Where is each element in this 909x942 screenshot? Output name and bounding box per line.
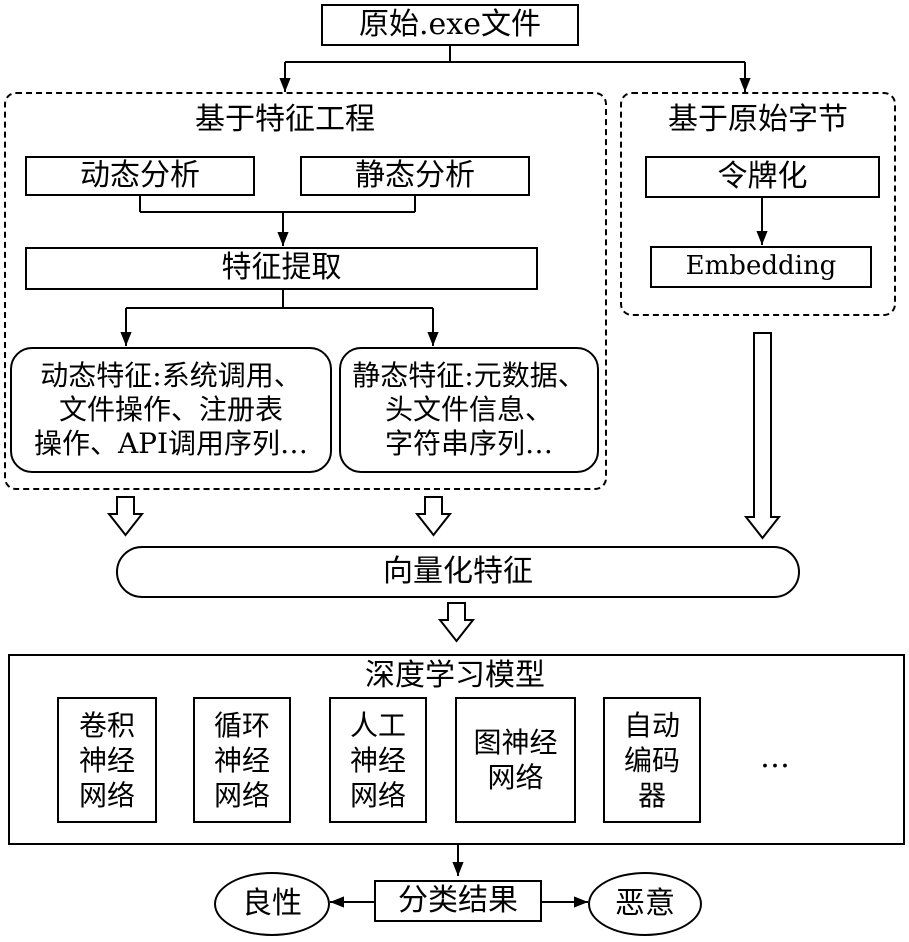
dynamic-analysis-label: 动态分析	[80, 157, 200, 193]
model-label-line: 循环	[213, 708, 270, 742]
malicious-ellipse: 恶意	[588, 872, 702, 936]
feature-extraction-box: 特征提取	[25, 247, 538, 290]
feature-engineering-title: 基于特征工程	[195, 101, 375, 137]
embedding-box: Embedding	[650, 246, 872, 288]
malicious-label: 恶意	[615, 885, 675, 921]
embedding-label: Embedding	[685, 251, 837, 282]
static-analysis-label: 静态分析	[355, 157, 475, 193]
feature-extraction-label: 特征提取	[221, 250, 342, 286]
model-label-line: 网络	[78, 778, 135, 812]
model-label-line: 人工	[349, 708, 406, 742]
benign-label: 良性	[242, 885, 302, 921]
model-label-line: 自动	[623, 708, 680, 742]
static-features-line: 静态特征:元数据、	[352, 358, 586, 392]
autoencoder-model-box: 自动 编码 器	[603, 697, 701, 823]
source-exe-label: 原始.exe文件	[359, 6, 541, 42]
dynamic-analysis-box: 动态分析	[25, 156, 255, 196]
model-label-line: 神经	[349, 743, 406, 777]
classification-result-label: 分类结果	[398, 882, 518, 918]
model-label-line: 图神经	[473, 726, 558, 759]
model-label-line: 器	[637, 778, 666, 812]
raw-bytes-group	[620, 92, 896, 316]
deep-learning-title: 深度学习模型	[365, 657, 545, 693]
model-label-line: 编码	[623, 743, 680, 777]
raw-bytes-title: 基于原始字节	[668, 101, 848, 137]
model-label-line: 神经	[78, 743, 135, 777]
benign-ellipse: 良性	[214, 872, 330, 936]
model-label-line: 网络	[349, 778, 406, 812]
feature-engineering-group	[4, 92, 607, 490]
model-label-line: 卷积	[78, 708, 135, 742]
dynamic-features-box: 动态特征:系统调用、 文件操作、注册表 操作、API调用序列…	[10, 347, 332, 473]
model-label-line: 神经	[213, 743, 270, 777]
vectorized-features-label: 向量化特征	[383, 553, 533, 589]
tokenization-box: 令牌化	[645, 156, 880, 198]
static-features-line: 字符串序列…	[384, 427, 553, 461]
static-features-line: 头文件信息、	[384, 392, 553, 426]
ann-model-box: 人工 神经 网络	[329, 697, 427, 823]
classification-result-box: 分类结果	[374, 880, 542, 922]
static-features-box: 静态特征:元数据、 头文件信息、 字符串序列…	[339, 347, 599, 473]
dynamic-features-line: 动态特征:系统调用、	[40, 358, 302, 392]
vectorized-features-box: 向量化特征	[116, 546, 800, 598]
dynamic-features-line: 文件操作、注册表	[58, 392, 283, 426]
static-analysis-box: 静态分析	[300, 156, 530, 196]
model-label-line: 网络	[213, 778, 270, 812]
source-exe-box: 原始.exe文件	[321, 4, 579, 46]
model-label-line: 网络	[487, 761, 544, 794]
tokenization-label: 令牌化	[717, 158, 808, 194]
rnn-model-box: 循环 神经 网络	[193, 697, 291, 823]
gnn-model-box: 图神经 网络	[455, 697, 576, 823]
cnn-model-box: 卷积 神经 网络	[57, 697, 157, 823]
more-models-ellipsis: …	[760, 739, 790, 775]
dynamic-features-line: 操作、API调用序列…	[33, 427, 309, 461]
